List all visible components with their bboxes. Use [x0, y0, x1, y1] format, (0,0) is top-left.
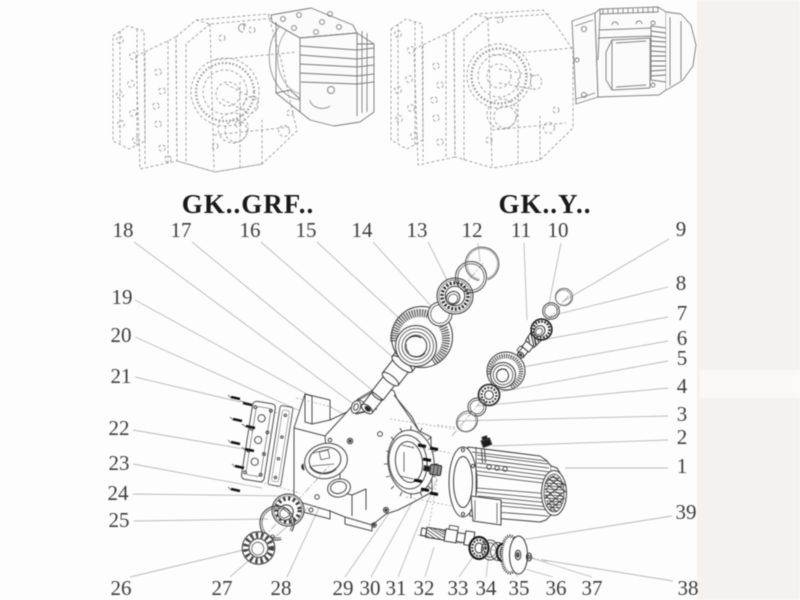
svg-text:4: 4: [677, 374, 688, 398]
svg-text:25: 25: [109, 508, 130, 532]
svg-text:11: 11: [511, 218, 531, 242]
svg-text:39: 39: [676, 500, 697, 524]
svg-text:5: 5: [677, 346, 688, 370]
svg-text:13: 13: [407, 218, 428, 242]
svg-text:31: 31: [386, 576, 407, 600]
svg-text:26: 26: [111, 576, 132, 600]
svg-text:14: 14: [352, 218, 374, 242]
svg-text:15: 15: [296, 218, 317, 242]
svg-text:GK..GRF..: GK..GRF..: [182, 189, 315, 219]
svg-text:29: 29: [333, 576, 354, 600]
svg-text:3: 3: [677, 402, 688, 426]
svg-text:23: 23: [109, 451, 130, 475]
svg-text:7: 7: [677, 301, 688, 325]
svg-text:12: 12: [462, 218, 483, 242]
svg-text:24: 24: [108, 481, 130, 505]
svg-text:33: 33: [448, 576, 469, 600]
svg-text:6: 6: [677, 326, 688, 350]
svg-text:32: 32: [414, 576, 435, 600]
svg-text:21: 21: [111, 364, 132, 388]
svg-text:34: 34: [476, 576, 498, 600]
svg-text:19: 19: [112, 285, 133, 309]
svg-text:35: 35: [509, 576, 530, 600]
svg-text:8: 8: [676, 271, 687, 295]
svg-text:36: 36: [546, 576, 567, 600]
svg-text:2: 2: [677, 425, 688, 449]
svg-text:9: 9: [676, 217, 687, 241]
svg-text:22: 22: [109, 416, 130, 440]
svg-text:38: 38: [678, 576, 699, 600]
svg-text:17: 17: [171, 218, 192, 242]
svg-text:1: 1: [677, 454, 688, 478]
svg-text:18: 18: [113, 218, 134, 242]
svg-text:20: 20: [111, 323, 132, 347]
svg-text:10: 10: [548, 218, 569, 242]
svg-text:37: 37: [582, 576, 603, 600]
svg-text:GK..Y..: GK..Y..: [498, 189, 591, 219]
svg-text:16: 16: [240, 218, 261, 242]
svg-text:30: 30: [360, 576, 381, 600]
svg-text:27: 27: [212, 576, 233, 600]
svg-text:28: 28: [271, 576, 292, 600]
